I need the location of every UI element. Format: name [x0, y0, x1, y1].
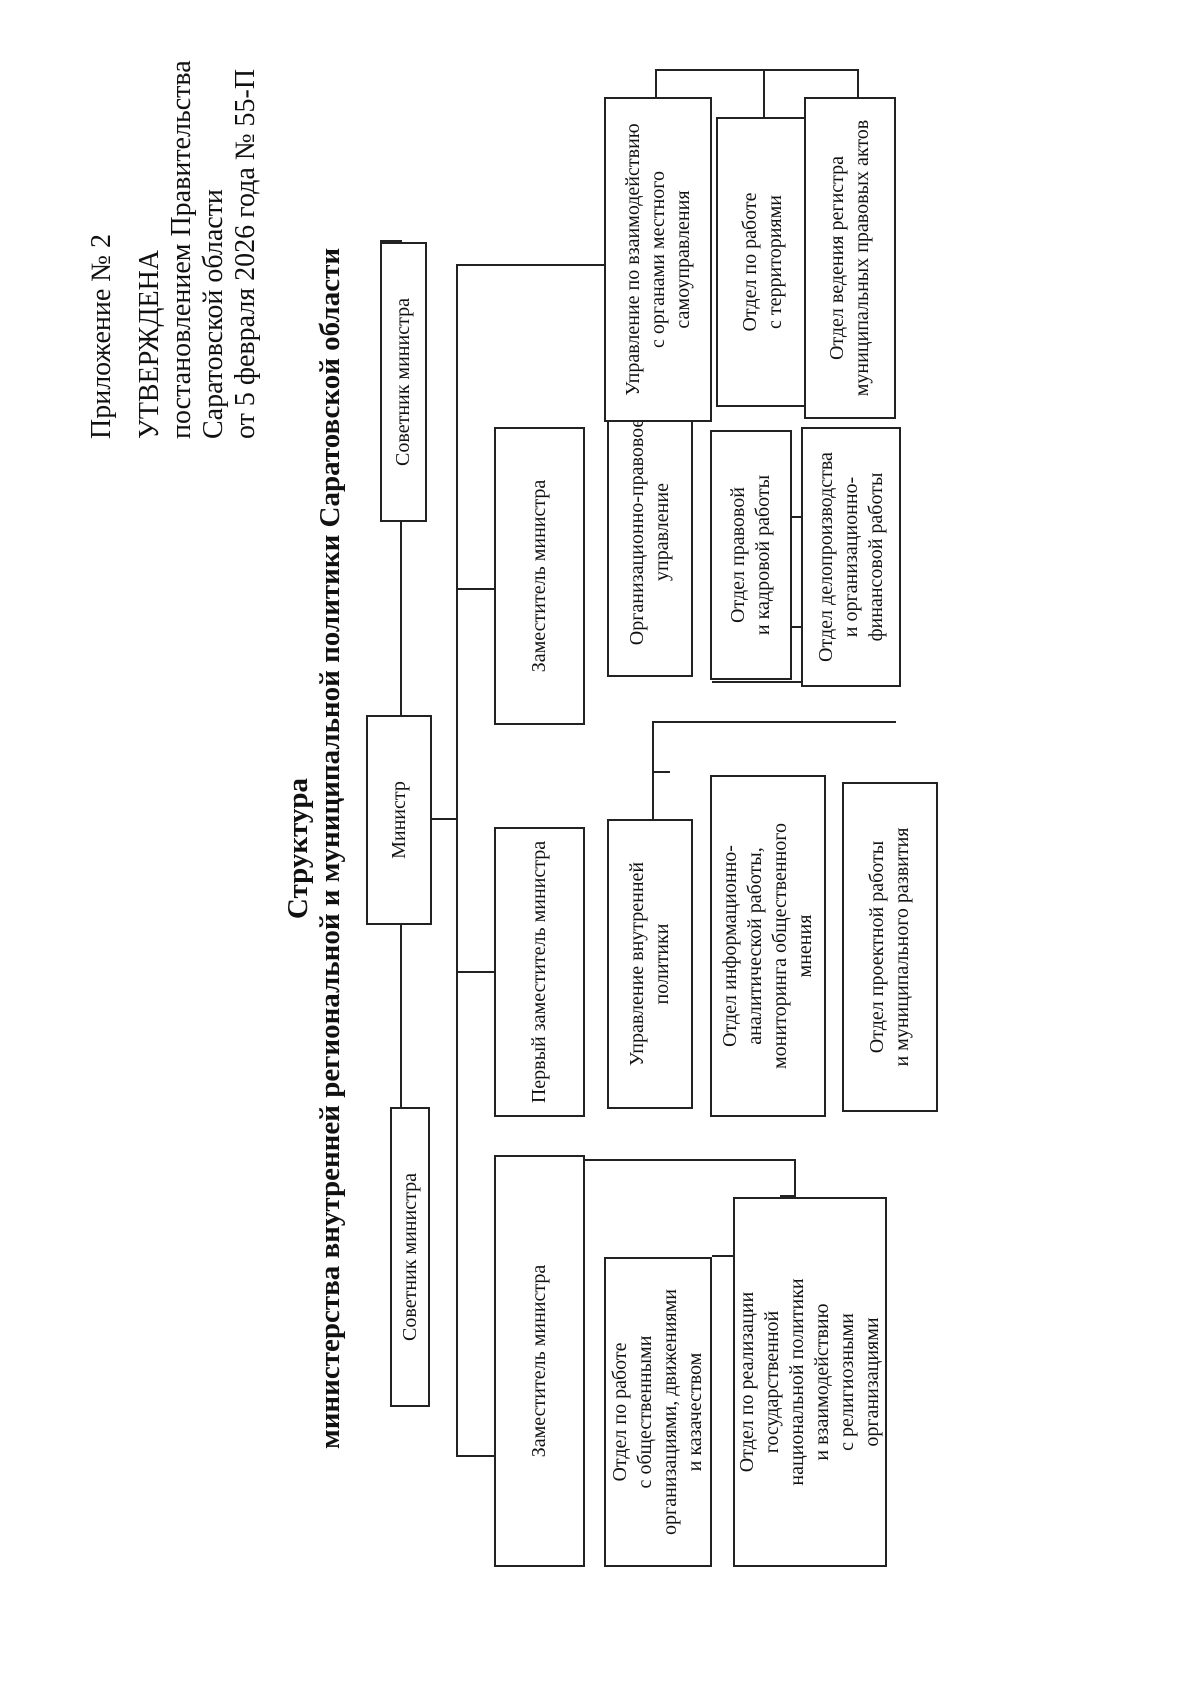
col4-box-local-government: Управление по взаимодействию с органами … — [604, 97, 712, 422]
decree-line-2: Саратовской области — [198, 189, 229, 439]
col4-connector-2 — [763, 69, 765, 117]
col4-spine — [655, 69, 859, 71]
connector-minister-down — [432, 818, 458, 820]
appendix-number: Приложение № 2 — [86, 234, 117, 439]
col2-tick-2 — [652, 771, 670, 773]
approval-label: УТВЕРЖДЕНА — [134, 249, 165, 439]
col1-box-public-orgs: Отдел по работе с общественными организа… — [604, 1257, 712, 1567]
advisor-right-box: Советник министра — [380, 242, 427, 522]
connector-deputies-bar — [456, 264, 458, 1457]
decree-line-1: постановлением Правительства — [166, 60, 197, 439]
col1-box-national-policy: Отдел по реализации государственной наци… — [733, 1197, 887, 1567]
col3-box-org-legal: Организационно-правовое управление — [607, 387, 693, 677]
diagram-title: Структура — [282, 777, 314, 920]
col2-box-project-work: Отдел проектной работы и муниципального … — [842, 782, 938, 1112]
deputy-minister-box-1: Заместитель министра — [494, 1155, 585, 1567]
col4-box-municipal-registry: Отдел ведения регистра муниципальных пра… — [804, 97, 896, 419]
col4-box-territories: Отдел по работе с территориями — [716, 117, 810, 407]
col4-connector-1 — [655, 69, 657, 97]
col3-box-records-finance: Отдел делопроизводства и организационно-… — [801, 427, 901, 687]
connector-deputy-1 — [456, 1455, 494, 1457]
col2-box-analytics: Отдел информационно- аналитической работ… — [710, 775, 826, 1117]
decree-date: от 5 февраля 2026 года № 55-П — [230, 68, 261, 439]
col2-box-internal-policy: Управление внутренней политики — [607, 819, 693, 1109]
connector-deputy-4 — [456, 264, 604, 266]
deputy-minister-box-2: Заместитель министра — [494, 427, 585, 725]
col3-box-legal-hr: Отдел правовой и кадровой работы — [710, 430, 792, 680]
advisor-left-box: Советник министра — [390, 1107, 430, 1407]
connector-deputy-2 — [456, 971, 494, 973]
first-deputy-minister-box: Первый заместитель министра — [494, 827, 585, 1117]
connector-deputy-3 — [456, 588, 494, 590]
col2-tick-3 — [652, 721, 896, 723]
col1-spine — [585, 1159, 795, 1161]
minister-box: Министр — [366, 715, 432, 925]
diagram-subtitle: министерства внутренней региональной и м… — [314, 247, 346, 1450]
col4-connector-3 — [857, 69, 859, 97]
